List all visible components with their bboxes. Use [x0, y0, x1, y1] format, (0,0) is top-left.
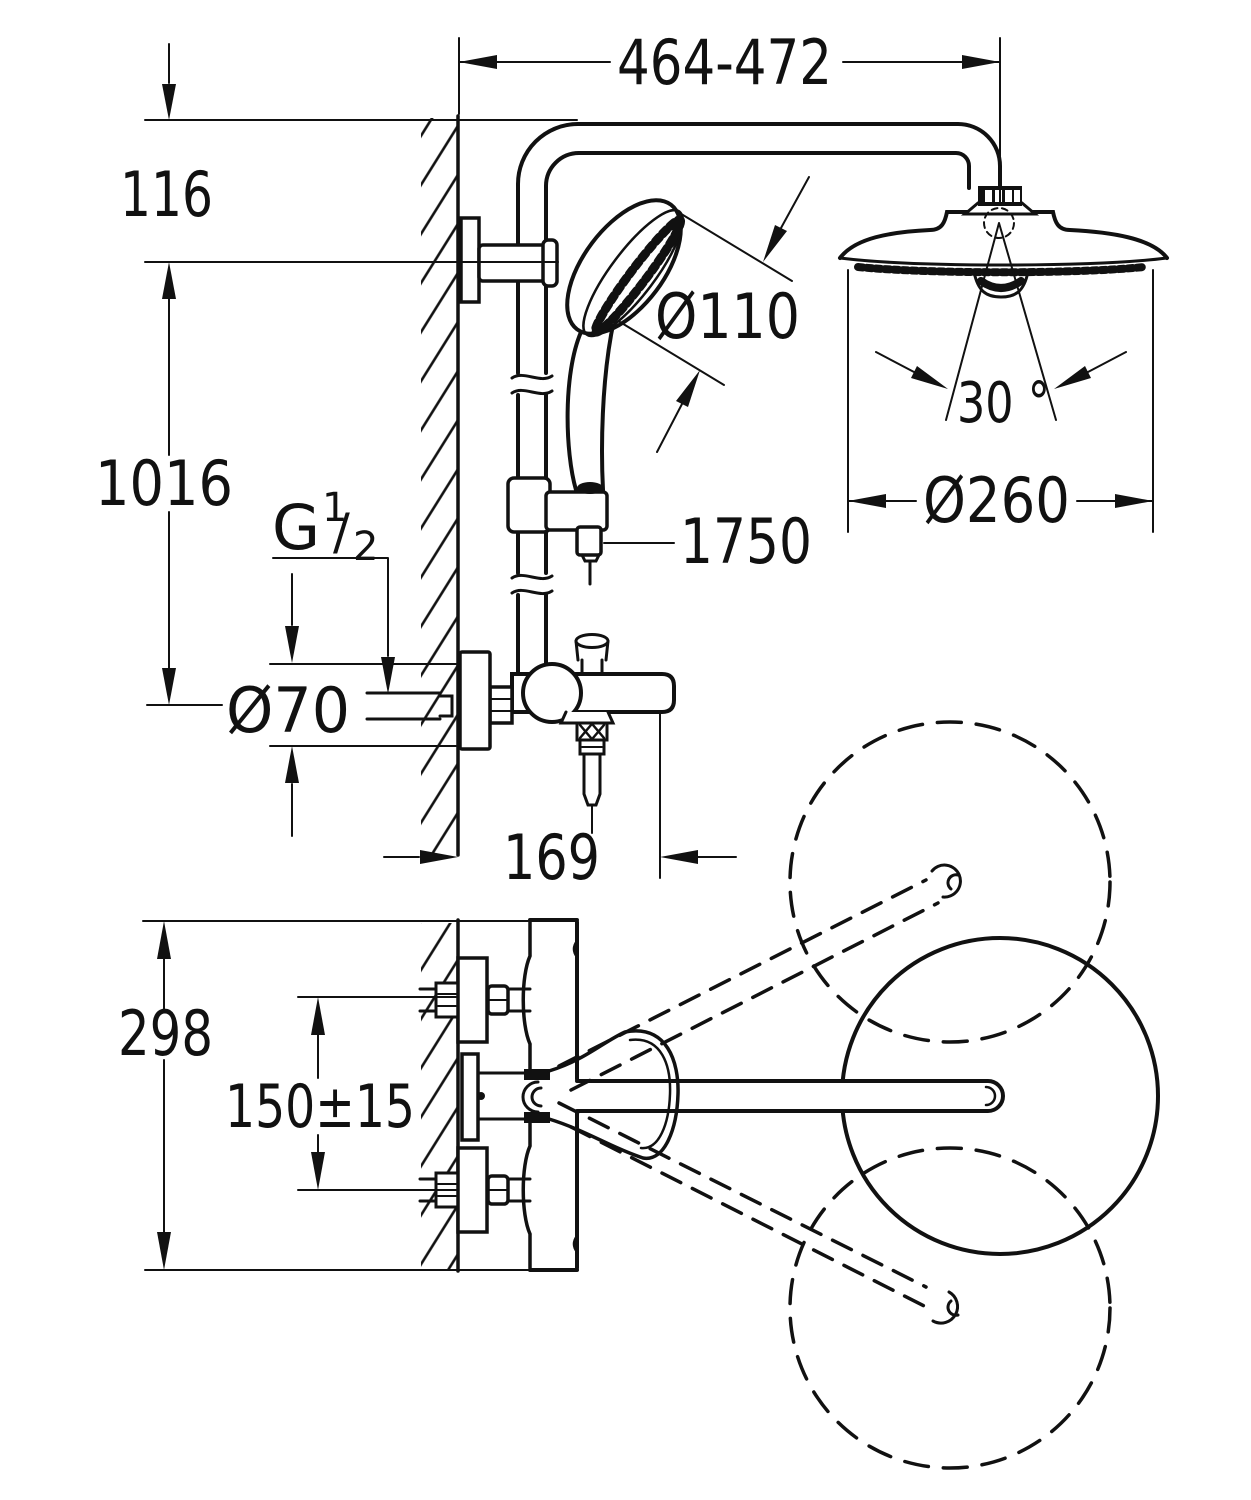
side-view: 464-472 116 1016 G 1 / 2 Ø70: [95, 26, 1169, 894]
head-rim: [838, 256, 1169, 267]
dim-1750: 1750: [603, 505, 812, 578]
dim-298: 298: [118, 920, 579, 1271]
ball-joint: [983, 207, 1015, 239]
dim-30deg-label: 30 °: [957, 371, 1050, 436]
dim-150: 150±15: [225, 996, 457, 1191]
dim-g-half: G 1 / 2: [272, 485, 395, 694]
plan-shower-arm: [575, 1079, 1005, 1113]
hose-stub: [580, 553, 601, 586]
dim-30deg: 30 °: [875, 222, 1127, 436]
wall-hatch: [421, 118, 458, 855]
head-position-down: [788, 1146, 1112, 1470]
union-nut: [488, 685, 514, 725]
hand-shower: [565, 198, 686, 586]
dim-169-label: 169: [503, 821, 600, 894]
handle-end-cap: [577, 482, 603, 494]
hose-braid: [578, 723, 606, 740]
dim-dia260-label: Ø260: [923, 464, 1070, 537]
plan-wall-hatch: [421, 923, 458, 1269]
thread-slash: /: [333, 503, 350, 561]
pipe-break-marks: [510, 373, 554, 596]
thread-denominator: 2: [353, 524, 378, 570]
wall-section-plan: [421, 918, 460, 1273]
arrow-left: [459, 55, 497, 69]
hose-nut: [575, 525, 603, 557]
wall-bracket: [459, 216, 559, 304]
center-plug: [972, 270, 1030, 299]
dim-1016: 1016: [95, 298, 233, 706]
dim-width-range-label: 464-472: [617, 26, 832, 99]
thread-prefix: G: [272, 491, 320, 564]
dim-298-label: 298: [118, 997, 213, 1070]
head-position-up: [788, 720, 1112, 1044]
hand-shower-head: [565, 198, 683, 336]
dim-dia70: Ø70: [226, 573, 457, 837]
dim-dia70-label: Ø70: [226, 674, 350, 747]
dim-116: 116: [120, 43, 578, 299]
plan-swivel-arms: [557, 863, 962, 1325]
plan-valve-body: [521, 918, 579, 1272]
wall-section-side: [421, 114, 460, 857]
spray-face-rim: [582, 208, 684, 338]
dim-width-range: 464-472: [458, 26, 1001, 206]
wall-escutcheon: [458, 650, 492, 751]
arm-end-up: [930, 863, 962, 899]
thermostat-valve: [458, 633, 676, 751]
diverter-knob: [574, 633, 610, 649]
arrow-right: [962, 55, 1000, 69]
arm-end-down: [931, 1290, 960, 1325]
dim-dia110-label: Ø110: [655, 280, 800, 353]
dim-150-label: 150±15: [225, 1072, 415, 1142]
supply-pipe: [365, 691, 454, 721]
dim-169: 169: [383, 713, 737, 894]
dim-1016-label: 1016: [95, 447, 233, 520]
head-shower: [838, 186, 1169, 299]
thread-numerator: 1: [322, 485, 347, 531]
dim-1750-label: 1750: [680, 505, 812, 578]
top-view: 298 150±15: [118, 720, 1160, 1470]
plan-connection-upper: [418, 956, 532, 1044]
shower-arm: [576, 122, 1002, 190]
center-band: [977, 277, 1025, 292]
dim-dia110: Ø110: [619, 176, 810, 453]
shower-hose: [558, 710, 616, 834]
diverter-stem: [574, 639, 610, 676]
plan-center-outlet: [460, 1052, 550, 1142]
control-handle: [521, 662, 583, 724]
hand-shower-handle: [565, 316, 617, 492]
dim-dia260: Ø260: [847, 269, 1154, 537]
dim-116-label: 116: [120, 158, 213, 231]
spray-ring: [854, 263, 1148, 277]
spray-face-pattern: [590, 215, 686, 337]
